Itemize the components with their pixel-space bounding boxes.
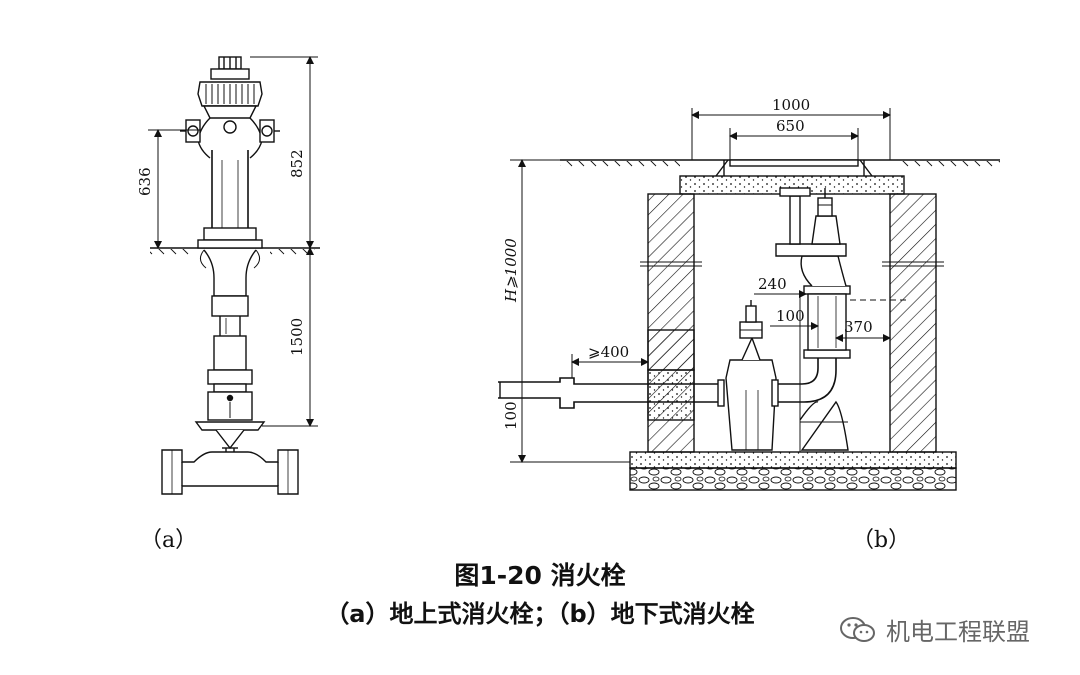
dim-b-100-pipe: 100 <box>502 401 520 430</box>
figure-subtitle: （a）地上式消火栓；（b）地下式消火栓 <box>325 600 755 628</box>
dim-b-h: H⩾1000 <box>502 238 520 303</box>
watermark: 机电工程联盟 <box>838 612 1030 647</box>
dim-a-636: 636 <box>136 167 154 196</box>
hydrant-above-ground-drawing <box>150 56 320 495</box>
hydrant-underground-drawing <box>498 159 1000 491</box>
label-b: （b） <box>852 528 911 553</box>
hydrant-b-dimension-lines <box>510 108 910 463</box>
figure-title: 图1-20 消火栓 <box>454 561 626 590</box>
dim-b-650: 650 <box>776 117 805 135</box>
dim-b-100-riser: 100 <box>776 307 805 325</box>
wechat-icon <box>840 616 875 642</box>
dim-b-240: 240 <box>758 275 787 293</box>
hydrant-a-dimension-lines <box>148 56 318 427</box>
dim-a-852: 852 <box>288 149 306 178</box>
dim-b-1000: 1000 <box>772 96 810 114</box>
label-a: （a） <box>140 528 198 553</box>
watermark-text: 机电工程联盟 <box>886 618 1030 646</box>
dim-b-400: ⩾400 <box>588 343 629 361</box>
dim-a-1500: 1500 <box>288 318 306 356</box>
dim-b-370: 370 <box>844 318 873 336</box>
